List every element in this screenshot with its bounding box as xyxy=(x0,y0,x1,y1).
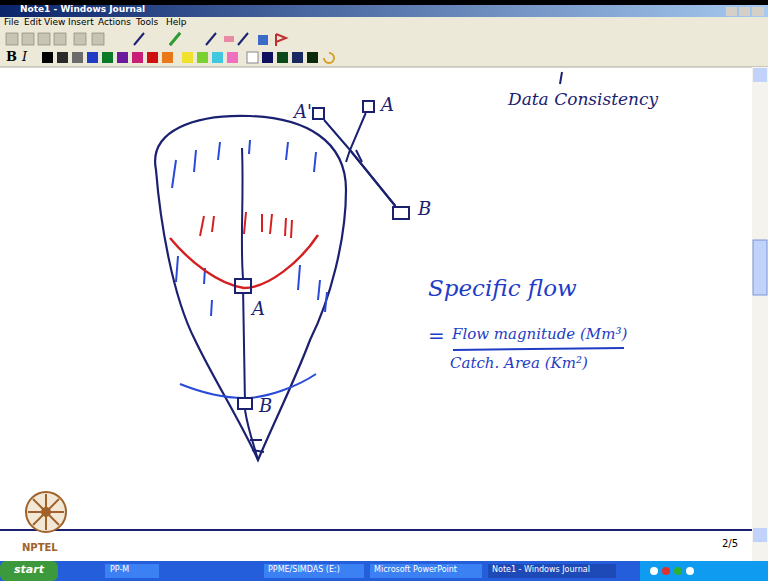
menu-item: Insert xyxy=(68,18,94,28)
handwritten-heading: Specific flow xyxy=(428,276,577,301)
handwritten-note: Data Consistency xyxy=(508,90,658,109)
gauge-station-box: B xyxy=(392,206,410,220)
page-number: 2/5 xyxy=(722,538,738,549)
start-button: start xyxy=(14,564,44,576)
station-label: A' xyxy=(294,103,312,121)
menu-item: Edit xyxy=(24,18,41,28)
italic-button: I xyxy=(22,50,27,64)
station-label: B xyxy=(259,397,272,415)
menu-item: File xyxy=(4,18,19,28)
numerator: Flow magnitude (Mm³) xyxy=(452,326,627,343)
gauge-station-box: A' xyxy=(312,107,325,120)
menu-item: Actions xyxy=(98,18,131,28)
gauge-station-box: A xyxy=(234,278,252,294)
station-label: B xyxy=(418,200,431,218)
menu-item: Help xyxy=(166,18,187,28)
taskbar-item: Note1 - Windows Journal xyxy=(492,566,590,575)
logo-text: NPTEL xyxy=(22,542,58,553)
menu-item: View xyxy=(44,18,65,28)
station-label: A xyxy=(381,96,394,114)
taskbar-item: PP-M xyxy=(110,566,129,575)
taskbar-item: Microsoft PowerPoint xyxy=(374,566,457,575)
denominator: Catch. Area (Km²) xyxy=(450,355,588,372)
window-title: Note1 - Windows Journal xyxy=(20,5,145,15)
taskbar-item: PPME/SIMDAS (E:) xyxy=(268,566,340,575)
stream-line xyxy=(243,294,245,397)
equals-sign: = xyxy=(428,325,445,347)
station-label: A xyxy=(252,300,265,318)
stream-line xyxy=(350,113,395,206)
bold-button: B xyxy=(6,50,17,64)
gauge-station-box: B xyxy=(237,397,253,410)
gauge-station-box: A xyxy=(362,100,375,113)
menu-item: Tools xyxy=(136,18,158,28)
